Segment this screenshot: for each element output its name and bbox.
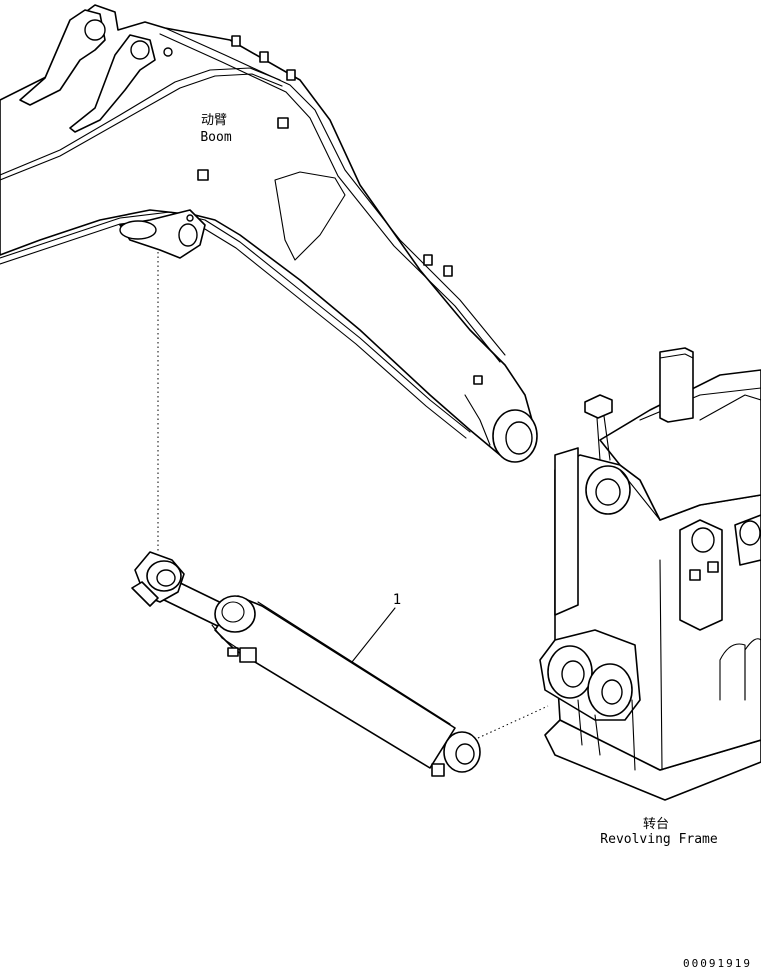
drawing-number: 00091919 bbox=[683, 957, 752, 970]
revolving-frame bbox=[539, 347, 761, 801]
frame-label-cn: 转台 bbox=[643, 817, 669, 832]
frame-label-en: Revolving Frame bbox=[600, 832, 718, 847]
boom-label-en: Boom bbox=[200, 130, 231, 145]
alignment-line-frame bbox=[477, 705, 549, 739]
callout-number: 1 bbox=[393, 592, 401, 608]
boom bbox=[0, 4, 538, 463]
boom-label-cn: 动臂 bbox=[201, 113, 227, 128]
callout-leader bbox=[351, 607, 396, 663]
boom-cylinder bbox=[131, 551, 481, 777]
